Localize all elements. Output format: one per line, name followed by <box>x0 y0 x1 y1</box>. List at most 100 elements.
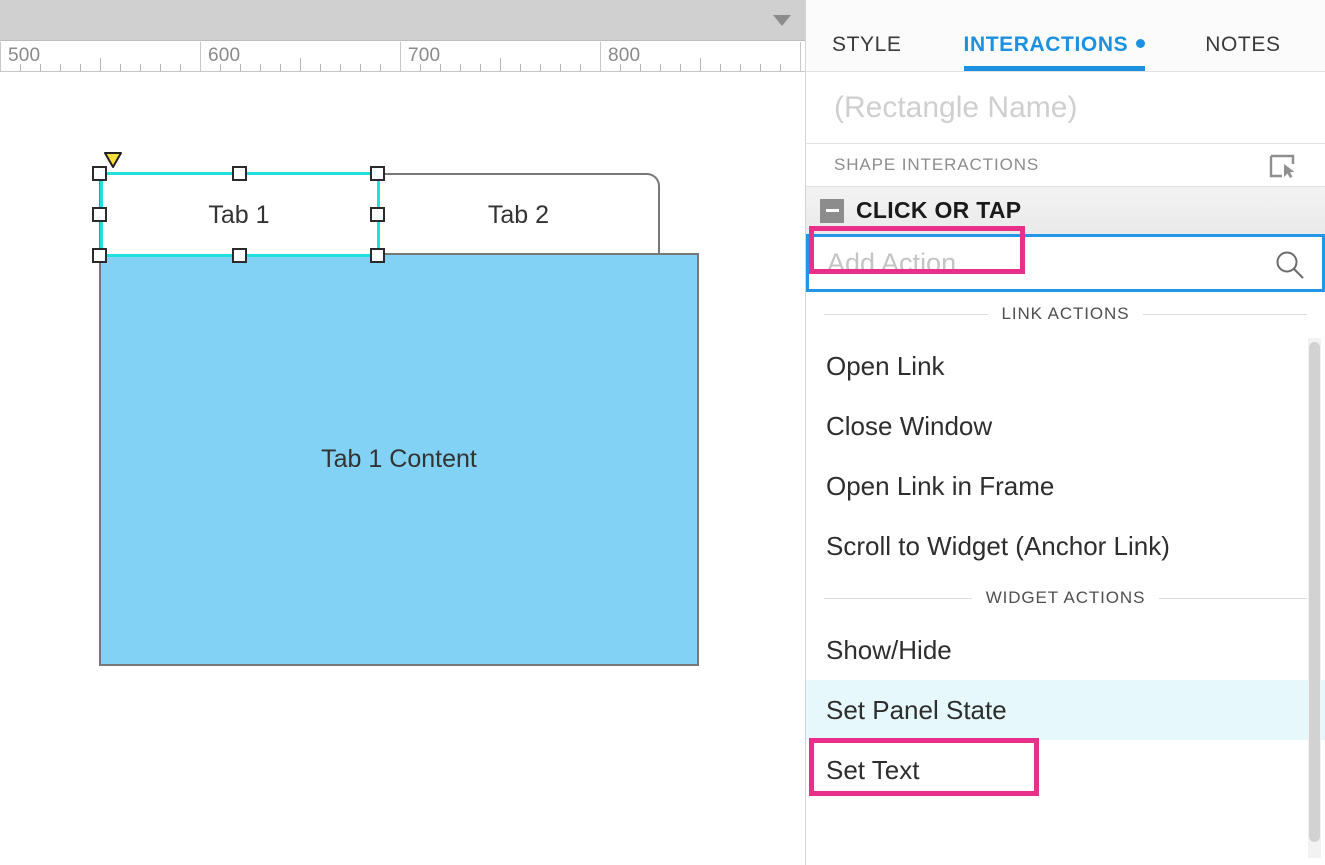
ruler-minor-tick <box>60 64 61 71</box>
shape-interactions-section-header: SHAPE INTERACTIONS <box>806 144 1325 186</box>
ruler-minor-tick <box>480 64 481 71</box>
ruler-minor-tick <box>300 58 301 71</box>
resize-handle-bottom-right[interactable] <box>370 248 385 263</box>
resize-handle-middle-left[interactable] <box>92 207 107 222</box>
unsaved-changes-dot-icon <box>1136 39 1146 49</box>
tab-notes-label: NOTES <box>1205 33 1281 56</box>
shape-interactions-title: SHAPE INTERACTIONS <box>834 155 1040 174</box>
ruler-minor-tick <box>80 64 81 71</box>
action-group-header: WIDGET ACTIONS <box>806 576 1325 620</box>
horizontal-ruler[interactable]: 500 600 700 800 <box>0 42 805 72</box>
tab-interactions-label: INTERACTIONS <box>963 33 1129 56</box>
resize-handle-bottom-center[interactable] <box>232 248 247 263</box>
ruler-major-tick <box>600 42 601 71</box>
ruler-minor-tick <box>100 58 101 71</box>
minus-icon[interactable] <box>820 198 844 223</box>
ruler-minor-tick <box>500 58 501 71</box>
add-action-input[interactable]: Add Action <box>806 234 1325 292</box>
canvas-toolbar <box>0 0 805 41</box>
ruler-minor-tick <box>520 64 521 71</box>
action-list-item[interactable]: Set Panel State <box>806 680 1325 740</box>
resize-handle-bottom-left[interactable] <box>92 248 107 263</box>
ruler-minor-tick <box>460 64 461 71</box>
resize-handle-top-right[interactable] <box>370 166 385 181</box>
tab-1-shape[interactable]: Tab 1 <box>99 173 379 255</box>
ruler-minor-tick <box>20 64 21 71</box>
tab-2-label: Tab 2 <box>487 200 550 229</box>
tab-style-label: STYLE <box>832 33 902 56</box>
action-list-item[interactable]: Close Window <box>826 410 993 441</box>
ruler-minor-tick <box>380 64 381 71</box>
ruler-minor-tick <box>120 64 121 71</box>
tab-2-shape[interactable]: Tab 2 <box>377 173 660 255</box>
ruler-minor-tick <box>420 64 421 71</box>
ruler-minor-tick <box>220 64 221 71</box>
event-click-or-tap-row[interactable]: CLICK OR TAP <box>806 186 1325 234</box>
search-icon[interactable] <box>1274 249 1306 281</box>
action-list-item[interactable]: Set Text <box>826 754 920 785</box>
event-click-or-tap-label: CLICK OR TAP <box>856 197 1022 223</box>
ruler-minor-tick <box>780 64 781 71</box>
action-list-item[interactable]: Show/Hide <box>826 634 952 665</box>
ruler-minor-tick <box>580 64 581 71</box>
ruler-minor-tick <box>720 64 721 71</box>
ruler-minor-tick <box>700 58 701 71</box>
ruler-major-tick <box>800 42 801 71</box>
action-list-item[interactable]: Open Link in Frame <box>826 470 1055 501</box>
action-group-title: WIDGET ACTIONS <box>985 588 1146 607</box>
resize-handle-top-left[interactable] <box>92 166 107 181</box>
rotate-handle-triangle-icon[interactable] <box>104 152 122 168</box>
ruler-minor-tick <box>540 64 541 71</box>
widget-name-placeholder: (Rectangle Name) <box>834 90 1078 124</box>
select-widget-icon[interactable] <box>1269 154 1295 178</box>
group-divider-left <box>824 597 972 599</box>
ruler-minor-tick <box>440 64 441 71</box>
design-canvas-pane: 500 600 700 800 Tab 2 Tab 1 Content Tab 1 <box>0 0 805 865</box>
ruler-minor-tick <box>640 64 641 71</box>
ruler-minor-tick <box>280 64 281 71</box>
ruler-minor-tick <box>180 64 181 71</box>
active-tab-underline <box>963 66 1146 71</box>
ruler-label: 600 <box>208 45 241 66</box>
resize-handle-middle-right[interactable] <box>370 207 385 222</box>
ruler-label: 800 <box>608 45 641 66</box>
action-list-item[interactable]: Open Link <box>826 350 945 381</box>
group-divider-right <box>1159 597 1308 599</box>
group-divider-right <box>1143 313 1308 315</box>
tab-interactions[interactable]: INTERACTIONS <box>963 33 1146 71</box>
scrollbar-thumb[interactable] <box>1309 342 1320 842</box>
tab-1-label: Tab 1 <box>208 200 270 229</box>
inspector-tab-bar: STYLE INTERACTIONS NOTES <box>806 0 1325 72</box>
ruler-minor-tick <box>740 64 741 71</box>
action-group-title: LINK ACTIONS <box>1001 304 1130 323</box>
ruler-minor-tick <box>140 64 141 71</box>
tab-1-content-label: Tab 1 Content <box>321 445 477 473</box>
design-objects-layer: Tab 2 Tab 1 Content Tab 1 <box>0 72 805 865</box>
action-group-header: LINK ACTIONS <box>806 292 1325 336</box>
tab-notes[interactable]: NOTES <box>1205 33 1280 71</box>
tab-1-content-panel[interactable]: Tab 1 Content <box>99 255 699 666</box>
ruler-minor-tick <box>340 64 341 71</box>
ruler-minor-tick <box>40 64 41 71</box>
tab-style[interactable]: STYLE <box>832 33 902 71</box>
ruler-label: 700 <box>408 45 441 66</box>
ruler-major-tick <box>200 42 201 71</box>
ruler-minor-tick <box>260 64 261 71</box>
ruler-major-tick <box>400 42 401 71</box>
ruler-minor-tick <box>160 64 161 71</box>
ruler-minor-tick <box>760 64 761 71</box>
inspector-panel: STYLE INTERACTIONS NOTES (Rectangle Name… <box>805 0 1325 865</box>
widget-name-input[interactable]: (Rectangle Name) <box>806 72 1325 144</box>
action-list-scrollbar[interactable] <box>1308 338 1321 858</box>
chevron-down-icon[interactable] <box>771 13 793 27</box>
group-divider-left <box>824 313 988 315</box>
ruler-label: 500 <box>8 45 41 66</box>
ruler-minor-tick <box>240 64 241 71</box>
action-list-item[interactable]: Scroll to Widget (Anchor Link) <box>826 530 1170 561</box>
ruler-major-tick <box>0 42 1 71</box>
ruler-minor-tick <box>620 64 621 71</box>
resize-handle-top-center[interactable] <box>232 166 247 181</box>
ruler-minor-tick <box>360 64 361 71</box>
